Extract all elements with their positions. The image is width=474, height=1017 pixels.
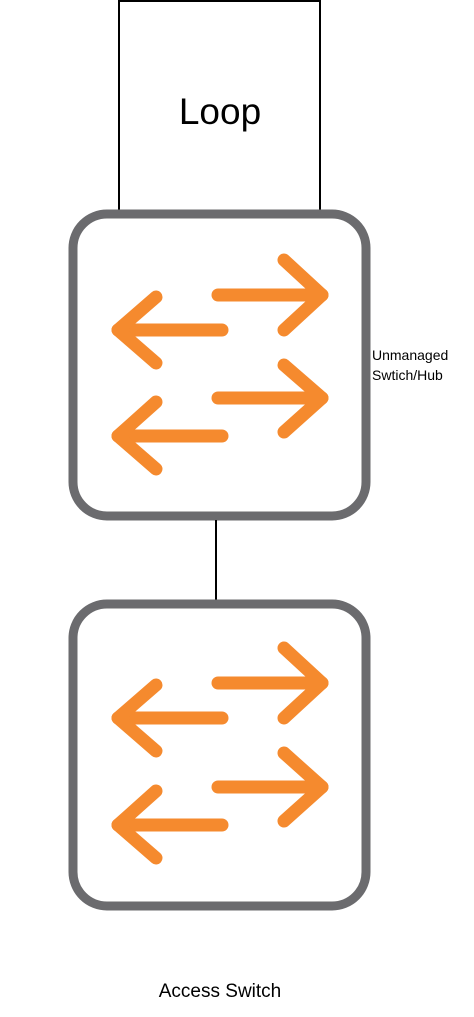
loop-node: Loop	[118, 0, 321, 212]
unmanaged-switch-label-line1: Unmanaged	[372, 347, 448, 363]
switch-arrows-icon	[111, 253, 329, 476]
loop-label: Loop	[179, 91, 261, 132]
switch-arrows-icon	[111, 641, 329, 865]
unmanaged-switch-node: Unmanaged Swtich/Hub	[68, 209, 448, 521]
access-switch-node	[68, 599, 371, 911]
loop-box-outline	[118, 0, 321, 212]
access-switch-box	[68, 599, 371, 911]
access-switch-label: Access Switch	[159, 981, 281, 1002]
unmanaged-switch-box	[68, 209, 371, 521]
unmanaged-switch-label-line2: Swtich/Hub	[372, 367, 443, 383]
